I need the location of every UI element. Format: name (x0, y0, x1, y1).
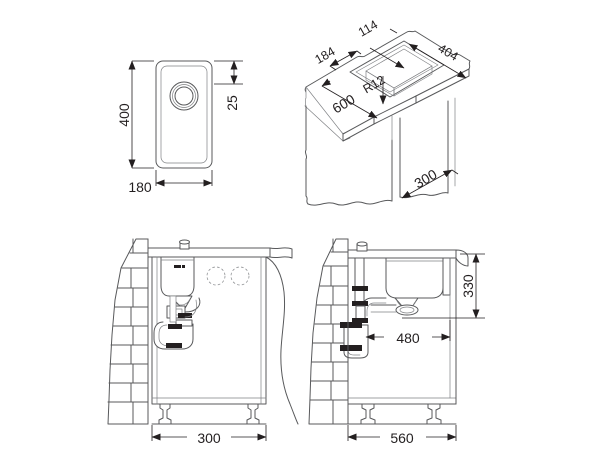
side-trap-nut-bottom (340, 345, 362, 351)
front-tap-hole-2 (230, 266, 250, 286)
front-right-break (265, 256, 299, 425)
plan-drain-inner-ring (174, 86, 194, 106)
iso-cabinet-bottom-break (307, 199, 393, 206)
dim-180: 180 (128, 170, 213, 195)
front-bowl (160, 256, 195, 297)
front-waste-elbow (184, 297, 201, 313)
side-standpipe-nut-1 (352, 301, 368, 306)
side-standpipe-cap (356, 241, 368, 247)
side-bowl (385, 257, 444, 299)
side-trap-nut-top (340, 322, 362, 328)
plan-drain-mid-ring (172, 84, 196, 108)
dim-300-front-label: 300 (197, 430, 221, 446)
front-trap-collar (175, 319, 193, 327)
front-waste-nut (178, 313, 192, 318)
side-section-view: 330 480 560 (308, 238, 485, 446)
front-worktop-break (269, 247, 293, 259)
dim-300-front: 300 (151, 425, 267, 446)
front-trap-stem (169, 295, 177, 323)
side-worktop-nose (455, 249, 469, 267)
side-waste-pipe (361, 297, 387, 317)
side-plinth-feet (360, 403, 442, 425)
front-bottle-trap-inner (158, 324, 181, 347)
front-bottle-trap (153, 321, 194, 350)
front-trap-nut-bottom (166, 343, 182, 348)
dim-300-iso: 300 (401, 166, 459, 199)
side-brick-wall (308, 238, 349, 425)
front-plinth-feet (151, 403, 267, 425)
front-section-view: 300 (107, 238, 299, 446)
side-standpipe-upper (354, 257, 365, 304)
front-brick-wall (107, 238, 149, 425)
plan-drain-outer-ring (169, 81, 199, 111)
plan-view: 400 180 25 (116, 60, 243, 195)
dim-184-label: 184 (312, 44, 337, 67)
side-waste-strainer (395, 304, 419, 316)
dim-300-iso-label: 300 (411, 166, 439, 192)
dim-560-label: 560 (390, 430, 414, 446)
dim-330-label: 330 (460, 274, 476, 298)
side-waste-strainer-inner (399, 306, 415, 314)
dim-180-label: 180 (128, 179, 152, 195)
side-waste-pipe-inner (366, 302, 387, 317)
isometric-view: 114 184 404 R12 6 (304, 17, 471, 206)
dim-330: 330 (402, 253, 485, 319)
side-standpipe-nut-0 (352, 286, 368, 291)
front-worktop (147, 247, 271, 258)
dim-25: 25 (214, 60, 243, 111)
plan-bowl-inner (160, 65, 208, 164)
dim-480: 480 (365, 320, 451, 346)
front-tap-hole-1 (206, 266, 226, 286)
front-bowl-overflow (174, 265, 185, 268)
dim-560: 560 (347, 425, 457, 446)
dim-25-label: 25 (224, 95, 240, 111)
iso-cabinet-left-break (304, 105, 309, 205)
front-pipe-stub-cap (179, 239, 190, 245)
dim-114-label: 114 (356, 17, 380, 39)
dim-400-label: 400 (116, 103, 132, 127)
front-waste-elbow-inner (184, 299, 197, 318)
side-standpipe-mid (355, 305, 366, 321)
dim-400: 400 (116, 60, 154, 169)
side-bowl-right-wall (442, 257, 451, 296)
side-standpipe-nut-2 (352, 318, 368, 323)
dim-480-label: 480 (396, 330, 420, 346)
front-trap-nut-top (168, 324, 182, 329)
